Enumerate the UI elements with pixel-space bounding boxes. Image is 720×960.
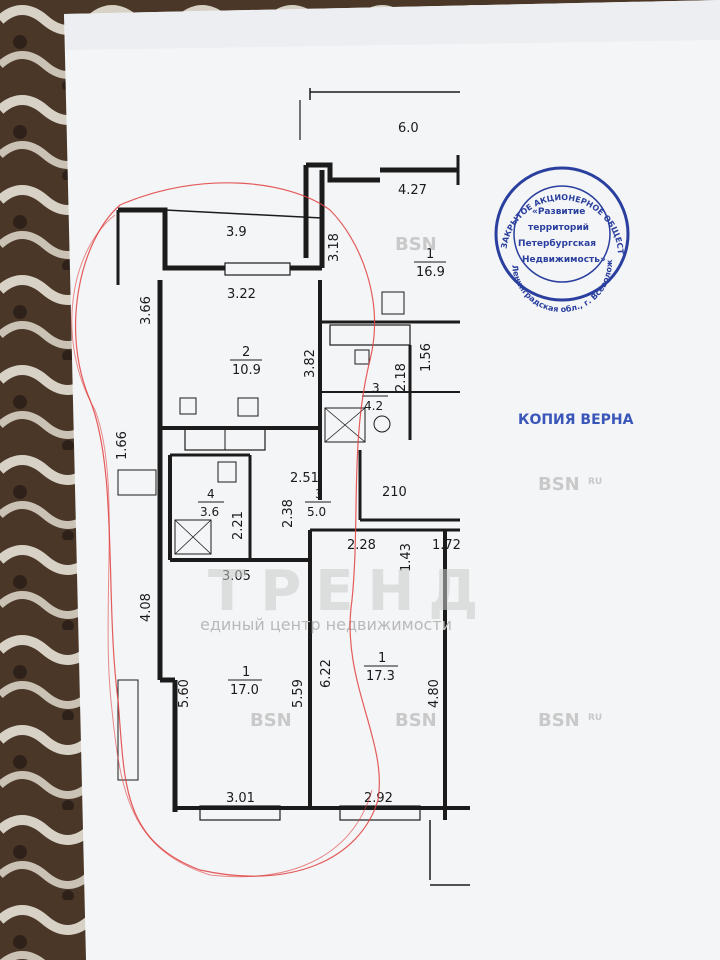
bsn-watermark: BSN <box>538 710 580 731</box>
dim-label: 210 <box>382 485 407 500</box>
room-area: 17.0 <box>230 683 259 698</box>
dim-label: 1.43 <box>399 543 414 572</box>
dim-label: 4.80 <box>427 679 442 708</box>
dimension-labels: 6.0 4.27 3.9 3.18 3.22 3.66 3.82 1.56 2.… <box>115 121 461 806</box>
room-area: 17.3 <box>366 669 395 684</box>
dim-label: 5.59 <box>291 679 306 708</box>
certified-copy-note: КОПИЯ ВЕРНА <box>518 412 634 428</box>
dim-label: 2.38 <box>281 499 296 528</box>
room-number: 2 <box>242 345 250 360</box>
brand-watermark: ТРЕНД <box>208 559 492 624</box>
dim-label: 4.08 <box>139 593 154 622</box>
brand-watermark-subtitle: единый центр недвижимости <box>200 615 452 634</box>
bsn-watermark: BSN <box>250 710 292 731</box>
room-area: 10.9 <box>232 363 261 378</box>
dim-label: 2.28 <box>347 538 376 553</box>
room-area: 16.9 <box>416 265 445 280</box>
room-number: 4 <box>207 487 215 501</box>
dim-label: 3.9 <box>226 225 247 240</box>
dim-label: 1.56 <box>419 343 434 372</box>
dim-label: 2.18 <box>394 363 409 392</box>
room-area: 4.2 <box>364 399 383 413</box>
bsn-superscript: RU <box>588 477 602 487</box>
room-area: 3.6 <box>200 505 219 519</box>
dim-label: 3.82 <box>303 349 318 378</box>
floor-plan <box>116 88 470 886</box>
room-number: 1 <box>378 651 386 666</box>
room-area: 5.0 <box>307 505 326 519</box>
dim-label: 1.66 <box>115 431 130 460</box>
room-number: 1 <box>426 247 434 262</box>
stamp-center-line: Петербургская <box>518 238 596 249</box>
paper-sheet <box>64 0 720 960</box>
red-pen-outline <box>74 182 380 877</box>
bsn-watermark: BSN <box>395 710 437 731</box>
dim-label: 3.66 <box>139 296 154 325</box>
dim-label: 3.05 <box>222 569 251 584</box>
stamp-center-line: «Развитие <box>532 207 585 217</box>
room-number: 3 <box>372 381 380 395</box>
bsn-watermark: BSN <box>395 234 437 255</box>
dim-label: 3.01 <box>226 791 255 806</box>
stamp-center-line: Недвижимость» <box>522 255 606 265</box>
bsn-watermark: BSN <box>538 474 580 495</box>
dim-label: 4.27 <box>398 183 427 198</box>
dim-label: 3.18 <box>327 233 342 262</box>
dim-label: 6.22 <box>319 659 334 688</box>
room-number: 1 <box>242 665 250 680</box>
dim-label: 1.72 <box>432 538 461 553</box>
dim-label: 3.22 <box>227 287 256 302</box>
bsn-superscript: RU <box>588 713 602 723</box>
dim-label: 6.0 <box>398 121 419 136</box>
room-number: 3 <box>315 487 323 501</box>
dim-label: 2.21 <box>231 511 246 540</box>
room-labels: 1 16.9 2 10.9 3 4.2 4 3.6 3 5.0 1 17.0 1… <box>198 247 446 698</box>
dim-label: 2.51 <box>290 471 319 486</box>
dim-label: 5.60 <box>177 679 192 708</box>
stamp-center-line: территорий <box>528 223 589 233</box>
watermarks: BSN BSN BSN BSN BSN RU RU ТРЕНД единый ц… <box>200 234 602 731</box>
